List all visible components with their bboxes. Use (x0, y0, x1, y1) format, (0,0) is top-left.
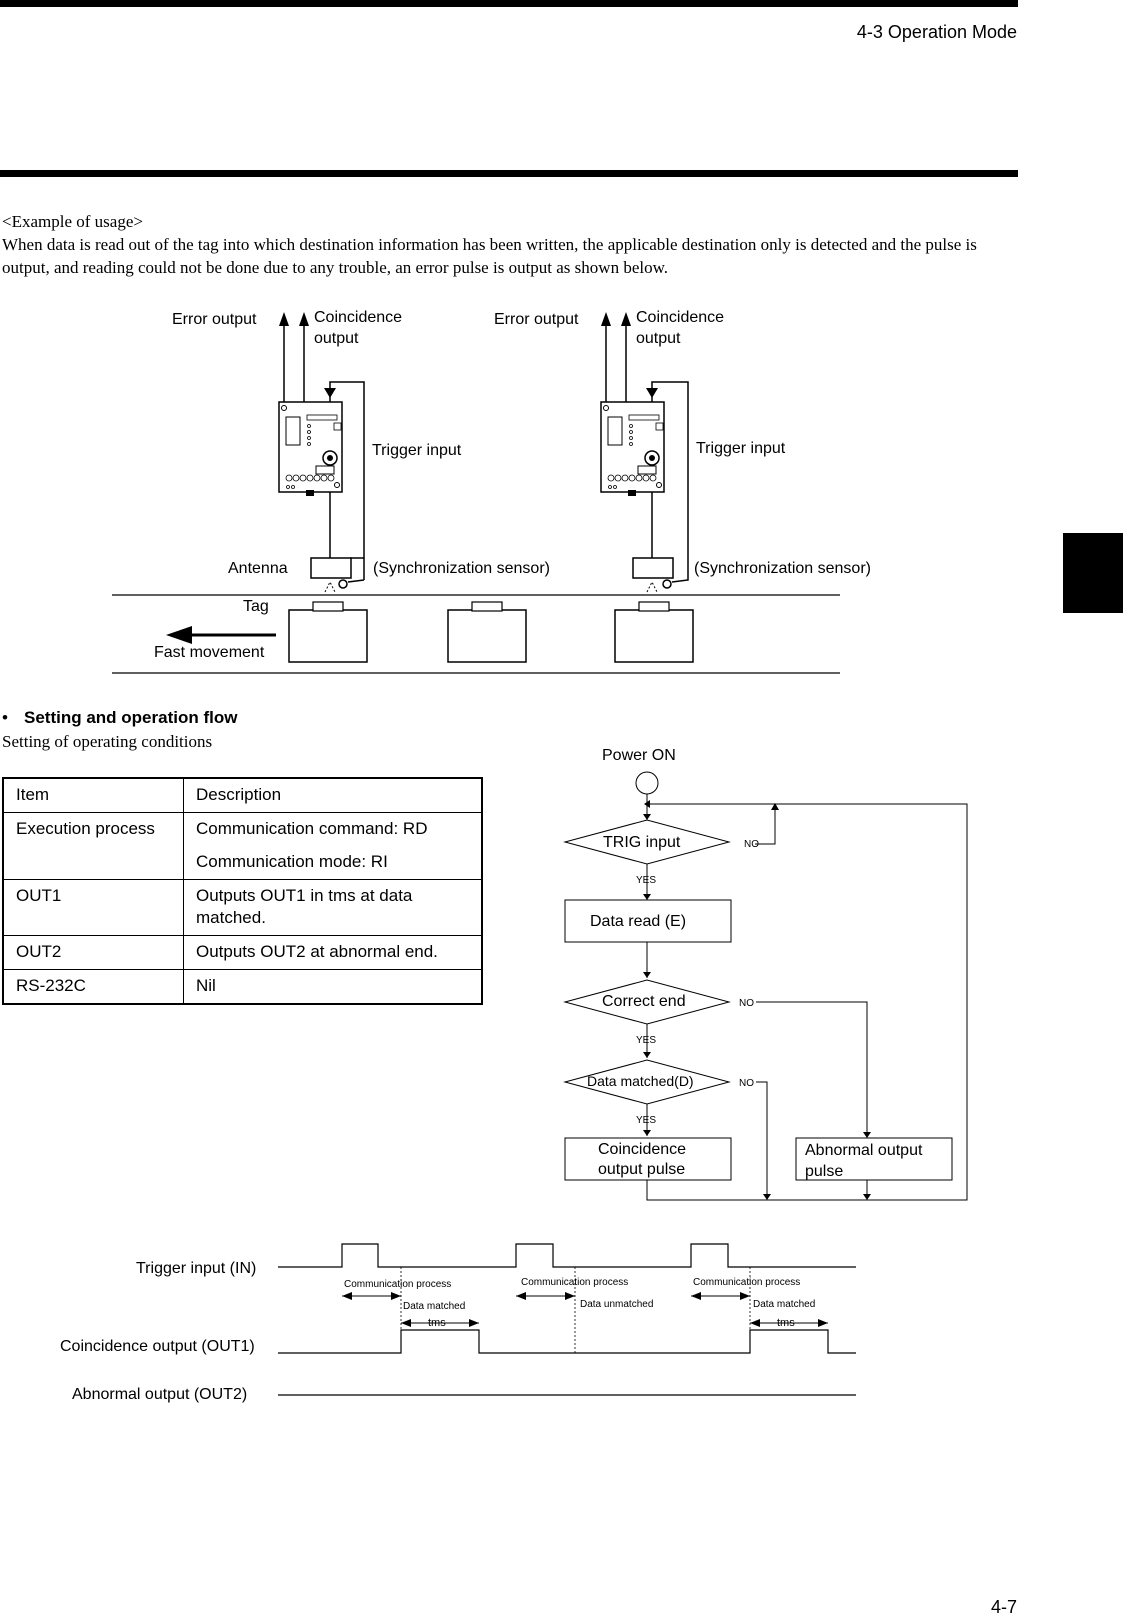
intro-section: <Example of usage> When data is read out… (2, 210, 1020, 279)
error-output-label-left: Error output (172, 311, 257, 328)
chapter-side-tab (1063, 533, 1123, 613)
antenna-right (632, 557, 674, 579)
data-matched-label-2: Data matched (753, 1299, 815, 1310)
antenna-label: Antenna (228, 560, 288, 577)
comm-process-label-2: Communication process (521, 1277, 628, 1288)
yes-label-correct: YES (636, 1035, 656, 1046)
sync-sensor-label-left: (Synchronization sensor) (373, 560, 550, 577)
header-rule-top (0, 0, 1018, 7)
header-description: Description (183, 777, 483, 813)
controller-unit-right (600, 401, 665, 496)
error-output-arrow-left (279, 312, 289, 326)
out1-waveform (278, 1329, 856, 1354)
tag-box-2 (447, 601, 527, 663)
coincidence-output-label-right-2: output (636, 330, 681, 347)
trigger-input-label-right: Trigger input (696, 440, 786, 457)
table-row: RS-232C Nil (2, 969, 483, 1005)
tag-box-1 (288, 601, 368, 663)
antenna-left (310, 557, 352, 579)
comm-process-label-1: Communication process (344, 1279, 451, 1290)
no-label-matched: NO (739, 1078, 754, 1089)
header-rule-bottom (0, 170, 1018, 177)
out2-row-label: Abnormal output (OUT2) (72, 1386, 247, 1403)
tag-box-3 (614, 601, 694, 663)
coincidence-pulse-label-1: Coincidence (598, 1141, 686, 1158)
coincidence-output-label-left-1: Coincidence (314, 309, 402, 326)
tms-label-2: tms (777, 1317, 795, 1329)
start-node (635, 771, 659, 795)
data-matched-decision (563, 1059, 731, 1105)
error-output-label-right: Error output (494, 311, 579, 328)
no-label-trig: NO (744, 839, 759, 850)
table-row: OUT2 Outputs OUT2 at abnormal end. (2, 935, 483, 970)
operation-flowchart: Power ON TRIG input Data read (E) Correc… (563, 747, 968, 1201)
power-on-label: Power ON (602, 747, 676, 764)
timing-chart: Trigger input (IN) Coincidence output (O… (60, 1243, 856, 1403)
trigger-input-label-left: Trigger input (372, 442, 462, 459)
data-read-process (564, 899, 732, 943)
coincidence-pulse-label-2: output pulse (598, 1161, 685, 1178)
page-header-title: 4-3 Operation Mode (856, 22, 1017, 42)
data-unmatched-label: Data unmatched (580, 1299, 653, 1310)
usage-diagram: Error output Coincidence output Error ou… (112, 309, 871, 674)
sync-sensor-right (662, 579, 672, 589)
out1-row-label: Coincidence output (OUT1) (60, 1338, 255, 1355)
correct-end-decision (563, 979, 731, 1025)
data-read-label: Data read (E) (590, 913, 686, 930)
trigger-input-row-label: Trigger input (IN) (136, 1260, 256, 1277)
table-row: Execution process Communication command:… (2, 812, 483, 880)
fast-movement-label: Fast movement (154, 644, 265, 661)
coincidence-output-pulse-process (564, 1137, 732, 1181)
no-label-correct: NO (739, 998, 754, 1009)
data-matched-label: Data matched(D) (587, 1073, 694, 1089)
sync-sensor-left (338, 579, 348, 589)
tag-label: Tag (243, 598, 269, 615)
abnormal-pulse-label-2: pulse (805, 1163, 843, 1180)
section-heading: •Setting and operation flow (2, 708, 238, 727)
coincidence-output-arrow-right (621, 312, 631, 326)
coincidence-output-label-right-1: Coincidence (636, 309, 724, 326)
correct-end-label: Correct end (602, 993, 686, 1010)
page-number: 4-7 (990, 1597, 1017, 1617)
bullet-icon: • (2, 708, 8, 727)
trig-input-label: TRIG input (603, 834, 681, 851)
abnormal-output-pulse-process (795, 1137, 953, 1181)
data-matched-label-1: Data matched (403, 1301, 465, 1312)
fast-movement-arrow-head (166, 626, 192, 644)
trig-input-decision (563, 819, 731, 865)
coincidence-output-arrow-left (299, 312, 309, 326)
table-row: OUT1 Outputs OUT1 in tms at data matched… (2, 879, 483, 936)
conditions-table: Item Description Execution process Commu… (2, 777, 483, 1005)
intro-body: When data is read out of the tag into wh… (2, 235, 977, 277)
coincidence-output-label-left-2: output (314, 330, 359, 347)
intro-heading: <Example of usage> (2, 212, 143, 231)
controller-unit-left (278, 401, 343, 496)
sync-sensor-label-right: (Synchronization sensor) (694, 560, 871, 577)
error-output-arrow-right (601, 312, 611, 326)
table-header-row: Item Description (2, 777, 483, 813)
yes-label-matched: YES (636, 1115, 656, 1126)
yes-label-trig: YES (636, 875, 656, 886)
abnormal-pulse-label-1: Abnormal output (805, 1142, 923, 1159)
trigger-waveform (278, 1243, 856, 1268)
tms-label-1: tms (428, 1317, 446, 1329)
conditions-caption: Setting of operating conditions (2, 732, 213, 751)
comm-process-label-3: Communication process (693, 1277, 800, 1288)
